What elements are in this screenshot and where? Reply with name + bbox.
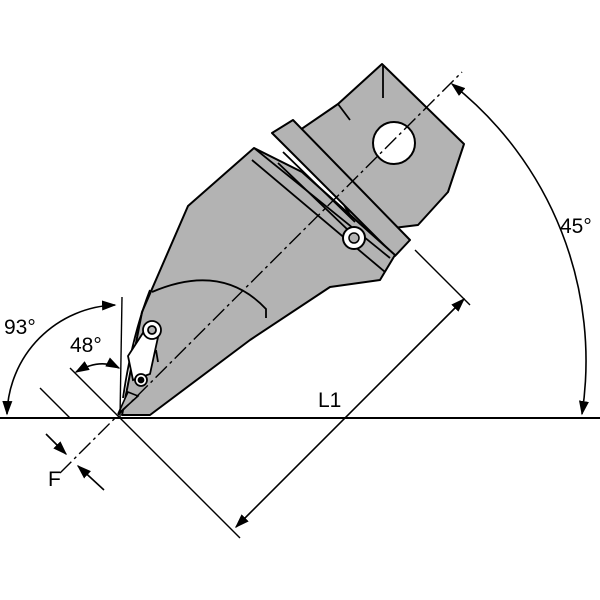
tool-centerline	[59, 71, 463, 474]
angle-arc-45	[450, 83, 589, 416]
angle-label-93: 93°	[4, 316, 36, 339]
shank-hole	[372, 121, 416, 165]
insert-clamp	[127, 320, 162, 387]
angle-label-45: 45°	[560, 215, 592, 238]
angle-label-48: 48°	[70, 334, 102, 357]
dimension-label-f: F	[48, 468, 61, 491]
holder-body	[121, 63, 465, 416]
dimension-label-l1: L1	[318, 389, 341, 412]
angle-arc-93	[2, 300, 117, 416]
angle-arc-48	[74, 357, 121, 373]
f-dimension	[45, 433, 105, 491]
l1-dimension-line	[234, 297, 466, 529]
shank-flange	[271, 119, 411, 257]
flange-pin	[342, 226, 366, 250]
